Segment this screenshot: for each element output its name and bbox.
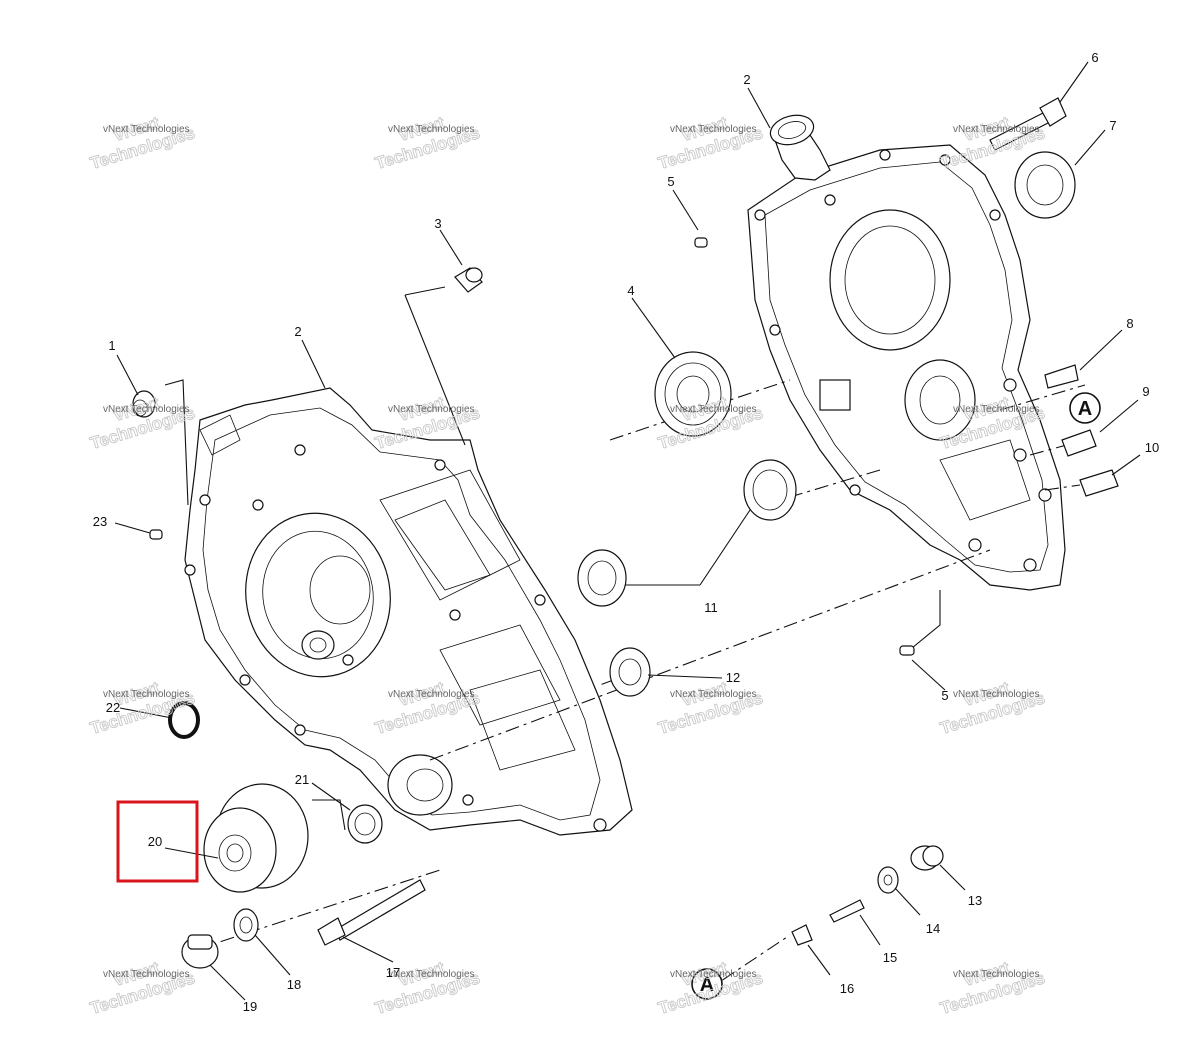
watermark-small: vNext Technologies [670,404,757,415]
bushing-3 [454,267,483,293]
callout-9: 9 [1142,384,1149,399]
washer-18 [233,908,259,942]
watermark-small: vNext Technologies [953,404,1040,415]
bearing-12 [609,647,651,697]
watermark-small: vNext Technologies [670,689,757,700]
plunger-16 [791,924,813,946]
callout-15: 15 [883,950,897,965]
callout-2-left: 2 [294,324,301,339]
callout-labels: 1 2 2 3 4 5 5 6 7 8 9 10 11 12 13 14 15 … [93,50,1159,1014]
washer-14 [877,866,899,894]
watermark-small: vNext Technologies [670,124,757,135]
watermark-small: vNext Technologies [388,404,475,415]
callout-10: 10 [1145,440,1159,455]
callout-4: 4 [627,283,634,298]
fitting-9 [1061,429,1097,457]
watermark-small: vNext Technologies [953,969,1040,980]
watermark-small: vNext Technologies [388,969,475,980]
watermark: vNext Technologies [937,958,1047,1019]
reference-mark-a-upper-text: A [1078,398,1092,420]
callout-1: 1 [108,338,115,353]
watermark-small: vNext Technologies [103,689,190,700]
bearing-11-upper [743,459,797,521]
watermark: vNext Technologies [937,678,1047,739]
callout-14: 14 [926,921,940,936]
watermark: vNext Technologies [655,678,765,739]
watermark-small: vNext Technologies [670,969,757,980]
callout-19: 19 [243,999,257,1014]
bearing-11-lower [577,549,627,607]
callout-7: 7 [1109,118,1116,133]
watermark: vNext Technologies [372,958,482,1019]
watermark: vNext Technologies [87,958,197,1019]
bolt-13 [910,845,944,871]
bearing-4 [654,351,732,437]
watermark: vNext Technologies [372,113,482,174]
callout-12: 12 [726,670,740,685]
callout-11: 11 [704,600,718,615]
watermark-small: vNext Technologies [388,124,475,135]
plug-19 [181,934,219,969]
callout-17: 17 [386,965,400,980]
callout-23: 23 [93,514,107,529]
left-crankcase [184,387,633,836]
leader-lines [114,61,1141,1001]
fitting-10 [1079,469,1119,497]
callout-22: 22 [106,700,120,715]
watermark-small: vNext Technologies [953,124,1040,135]
watermark-small: vNext Technologies [103,969,190,980]
watermark-small: vNext Technologies [103,404,190,415]
dowel-8 [1044,364,1079,389]
dowel-pin-5-top [694,237,708,248]
reference-mark-a-lower-text: A [700,974,714,996]
highlight-box-part-20 [116,800,199,883]
right-crankcase [747,114,1066,591]
watermark: vNext Technologies [87,113,197,174]
callout-3: 3 [434,216,441,231]
rotor-20 [203,783,309,893]
bolt-6 [989,97,1067,151]
reference-mark-a-lower: A [691,968,723,1000]
watermark: vNext Technologies [655,113,765,174]
callout-16: 16 [840,981,854,996]
callout-20: 20 [148,834,162,849]
oil-seal-7 [1014,151,1076,219]
callout-5-bottom: 5 [941,688,948,703]
callout-18: 18 [287,977,301,992]
dowel-pin-1 [132,390,156,418]
bolt-17 [317,879,426,946]
dowel-pin-5-bottom [899,645,915,656]
callout-21: 21 [295,772,309,787]
callout-8: 8 [1126,316,1133,331]
watermark-small: vNext Technologies [388,689,475,700]
callout-13: 13 [968,893,982,908]
watermark-small: vNext Technologies [953,689,1040,700]
o-ring-22 [168,701,200,739]
callout-6: 6 [1091,50,1098,65]
oil-seal-21 [347,804,383,844]
spring-15 [829,899,865,923]
watermark: vNext Technologies [655,958,765,1019]
callout-5-top: 5 [667,174,674,189]
watermark-small: vNext Technologies [103,124,190,135]
dowel-pin-23 [149,529,163,540]
callout-2-right: 2 [743,72,750,87]
reference-mark-a-upper: A [1069,392,1101,424]
